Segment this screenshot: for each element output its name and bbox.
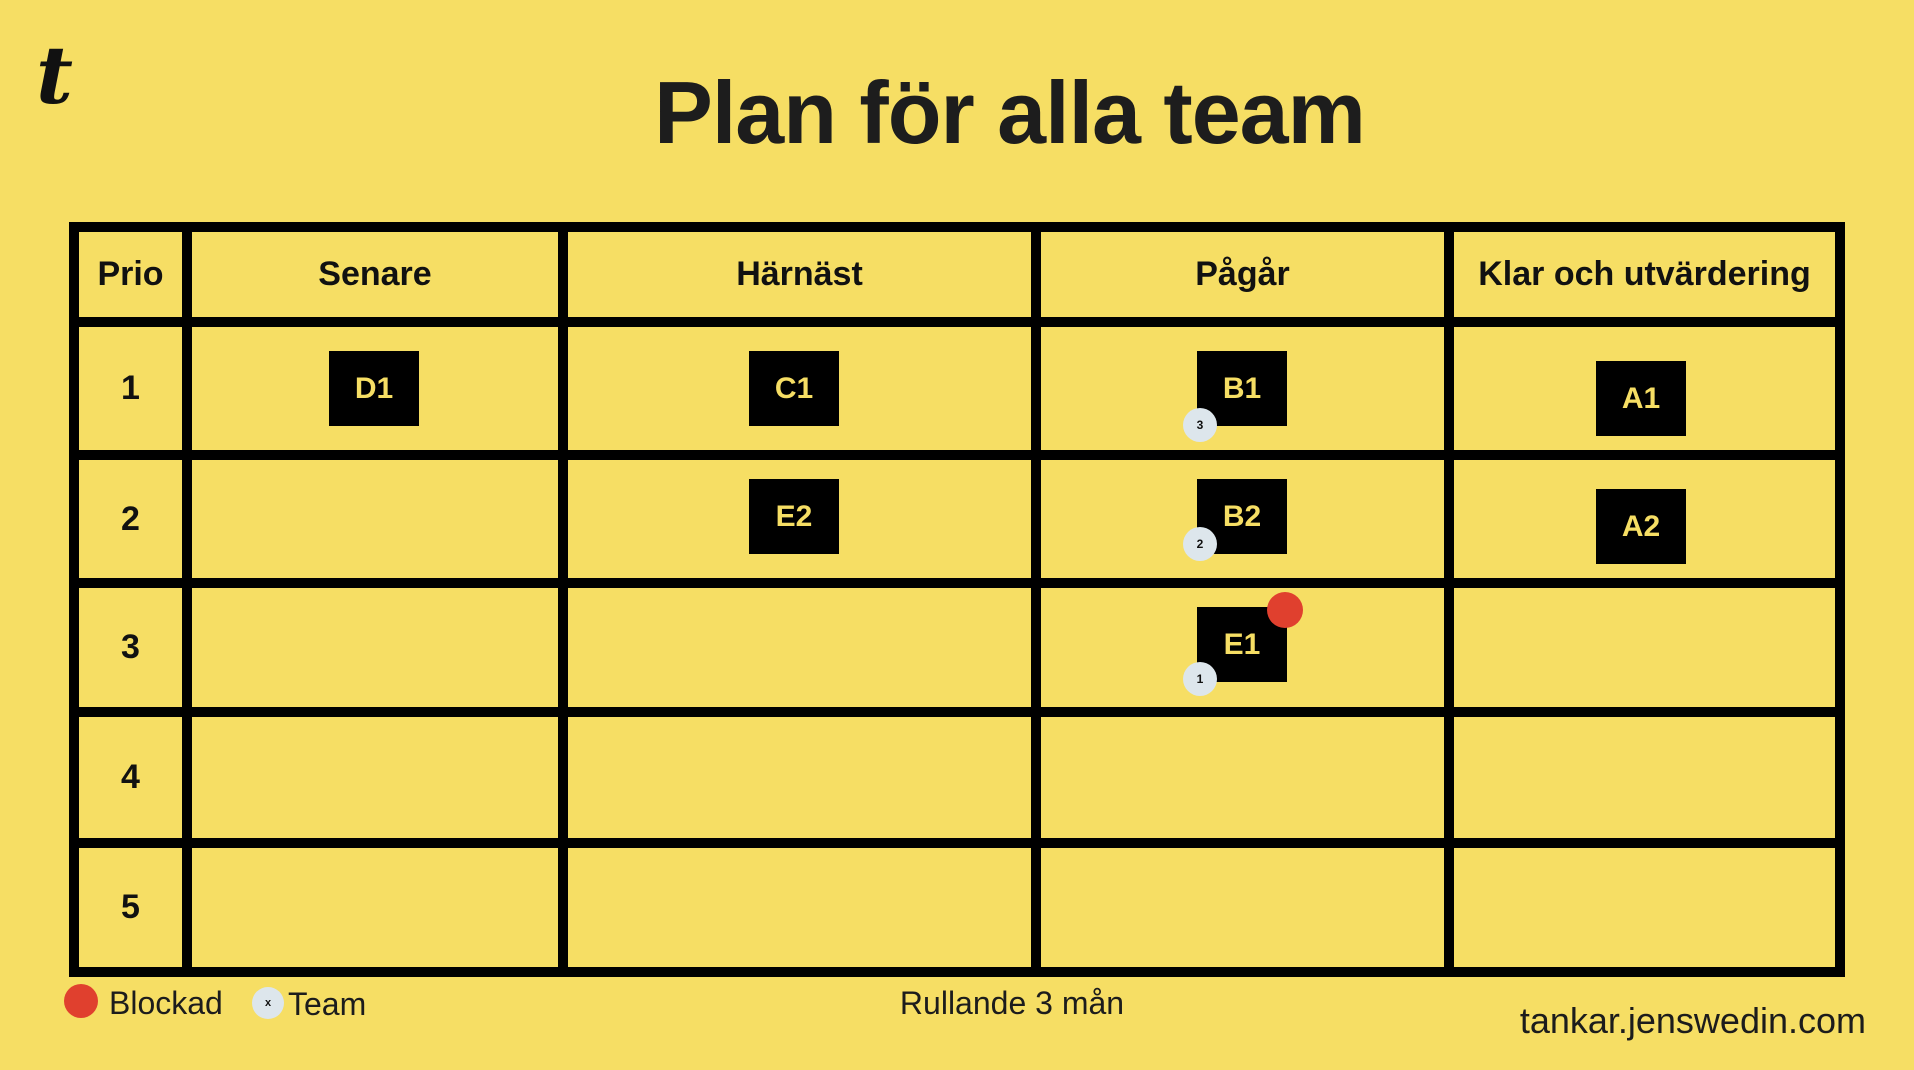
card-c1[interactable]: C1	[749, 351, 839, 426]
header-prio: Prio	[97, 255, 164, 293]
column-divider	[1444, 232, 1454, 967]
legend-team-label: Team	[288, 986, 367, 1022]
prio-4: 4	[121, 758, 140, 796]
kanban-board: Prio Senare Härnäst Pågår Klar och utvär…	[69, 222, 1845, 977]
prio-1: 1	[121, 369, 140, 407]
team-badge: 2	[1183, 527, 1217, 561]
card-a1[interactable]: A1	[1596, 361, 1686, 436]
team-legend-dot: x	[252, 987, 284, 1019]
card-a2[interactable]: A2	[1596, 489, 1686, 564]
site-url[interactable]: tankar.jenswedin.com	[1519, 1000, 1866, 1041]
blocked-marker	[1267, 592, 1303, 628]
column-divider	[558, 232, 568, 967]
team-badge: 3	[1183, 408, 1217, 442]
column-divider	[1031, 232, 1041, 967]
row-divider	[79, 838, 1835, 848]
card-e2[interactable]: E2	[749, 479, 839, 554]
period-label: Rullande 3 mån	[899, 985, 1125, 1021]
blocked-legend-dot	[64, 984, 98, 1018]
row-divider	[79, 317, 1835, 327]
column-divider	[182, 232, 192, 967]
page-title: Plan för alla team	[654, 63, 1366, 162]
header-pagar: Pågår	[1195, 255, 1290, 293]
card-d1[interactable]: D1	[329, 351, 419, 426]
header-harnast: Härnäst	[736, 255, 863, 293]
legend-blocked-label: Blockad	[109, 985, 223, 1021]
row-divider	[79, 707, 1835, 717]
header-senare: Senare	[318, 255, 432, 293]
prio-3: 3	[121, 628, 140, 666]
prio-5: 5	[121, 888, 140, 926]
logo: t	[36, 28, 73, 122]
row-divider	[79, 578, 1835, 588]
header-klar: Klar och utvärdering	[1478, 255, 1811, 293]
team-badge: 1	[1183, 662, 1217, 696]
row-divider	[79, 450, 1835, 460]
prio-2: 2	[121, 499, 140, 538]
